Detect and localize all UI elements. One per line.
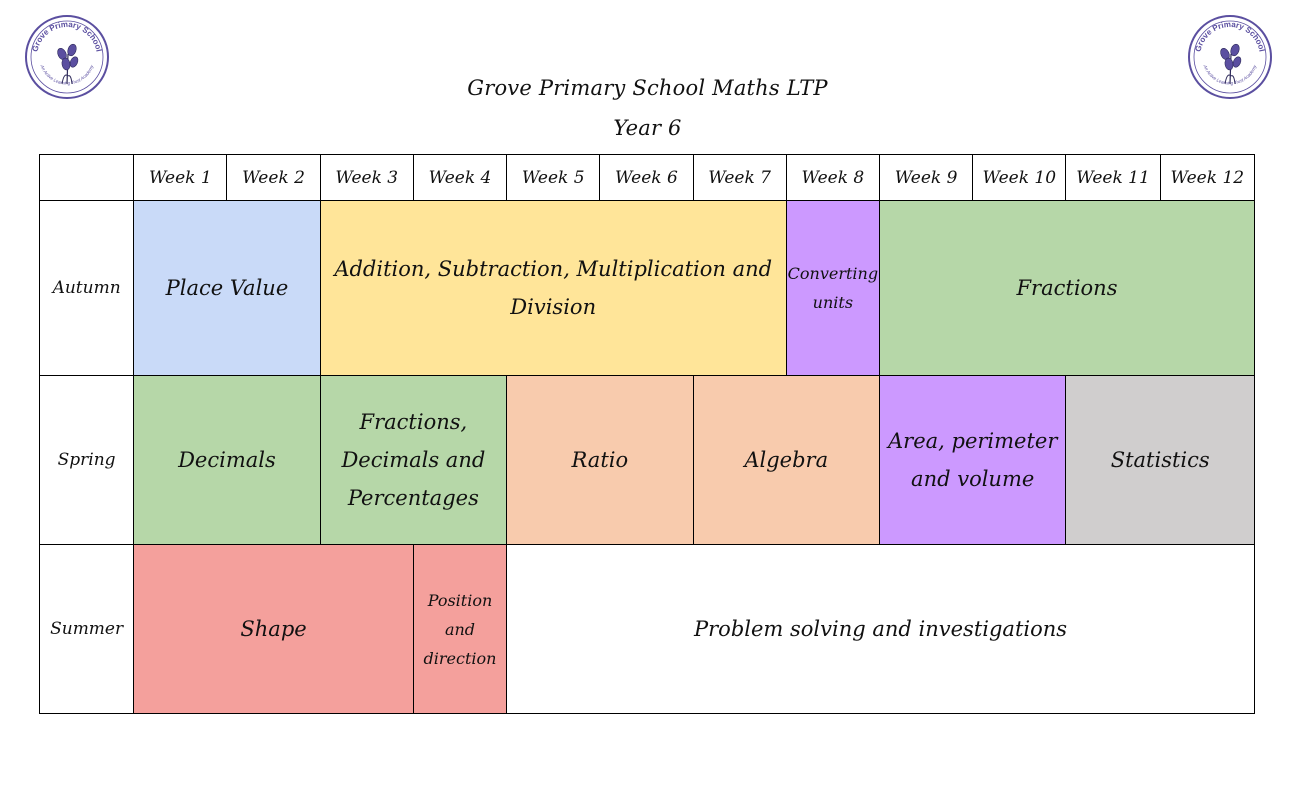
topic-block: Position and direction — [412, 544, 508, 714]
topic-block: Statistics — [1065, 375, 1255, 545]
term-label: Summer — [38, 544, 135, 714]
term-row-autumn: Autumn Place Value Addition, Subtraction… — [38, 200, 1256, 376]
term-row-spring: Spring Decimals Fractions, Decimals and … — [38, 375, 1255, 545]
long-term-plan-table: Week 1 Week 2 Week 3 Week 4 Week 5 Week … — [38, 154, 1256, 714]
week-header: Week 7 — [692, 154, 787, 201]
topic-block: Algebra — [692, 375, 880, 545]
week-header-row: Week 1 Week 2 Week 3 Week 4 Week 5 Week … — [38, 154, 1256, 201]
week-header: Week 10 — [972, 154, 1067, 201]
term-label: Autumn — [38, 200, 135, 376]
topic-block: Shape — [133, 544, 414, 714]
topic-block: Ratio — [506, 375, 694, 545]
topic-block: Converting units — [785, 200, 880, 376]
week-header: Week 8 — [785, 154, 880, 201]
week-header: Week 2 — [226, 154, 321, 201]
school-logo-right: Grove Primary School An Active Learning … — [1188, 15, 1272, 99]
week-header: Week 1 — [133, 154, 228, 201]
week-header: Week 3 — [319, 154, 414, 201]
week-header: Week 12 — [1159, 154, 1256, 201]
corner-cell — [38, 154, 135, 201]
topic-block: Decimals — [133, 375, 321, 545]
week-header: Week 6 — [599, 154, 694, 201]
term-row-summer: Summer Shape Position and direction Prob… — [38, 544, 1255, 714]
page-title: Grove Primary School Maths LTP — [467, 76, 828, 100]
topic-block: Fractions, Decimals and Percentages — [319, 375, 508, 545]
week-header: Week 4 — [412, 154, 508, 201]
topic-block: Area, perimeter and volume — [878, 375, 1067, 545]
week-header: Week 9 — [878, 154, 974, 201]
topic-block: Fractions — [878, 200, 1256, 376]
topic-block: Addition, Subtraction, Multiplication an… — [319, 200, 787, 376]
week-header: Week 11 — [1065, 154, 1161, 201]
term-label: Spring — [38, 375, 135, 545]
school-logo-left: Grove Primary School An Active Learning … — [25, 15, 109, 99]
bluebell-icon — [1220, 43, 1242, 85]
week-header: Week 5 — [506, 154, 601, 201]
topic-block: Place Value — [133, 200, 321, 376]
bluebell-icon — [57, 43, 79, 85]
topic-block: Problem solving and investigations — [506, 544, 1255, 714]
page-subtitle: Year 6 — [613, 116, 682, 140]
